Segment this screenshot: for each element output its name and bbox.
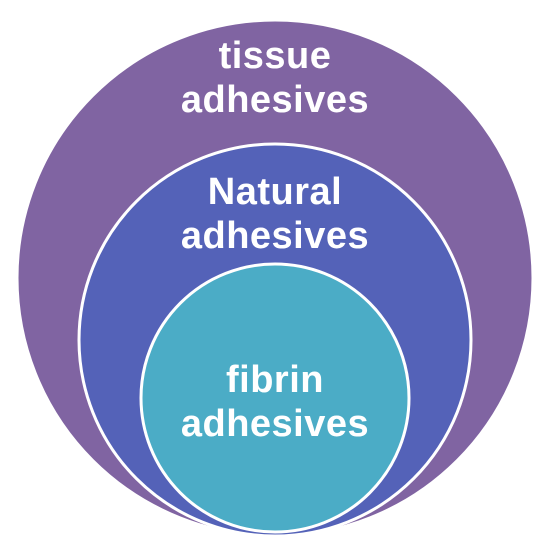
- inner-label-line1: fibrin: [226, 359, 324, 401]
- middle-label-line2: adhesives: [180, 215, 370, 257]
- outer-label-line1: tissue: [218, 35, 332, 77]
- inner-label-line2: adhesives: [180, 403, 370, 445]
- outer-circle-label: tissue adhesives: [0, 34, 550, 122]
- inner-circle: [139, 262, 411, 534]
- middle-label-line1: Natural: [207, 171, 343, 213]
- middle-circle-label: Natural adhesives: [0, 170, 550, 258]
- inner-circle-label: fibrin adhesives: [0, 358, 550, 446]
- outer-label-line2: adhesives: [180, 79, 370, 121]
